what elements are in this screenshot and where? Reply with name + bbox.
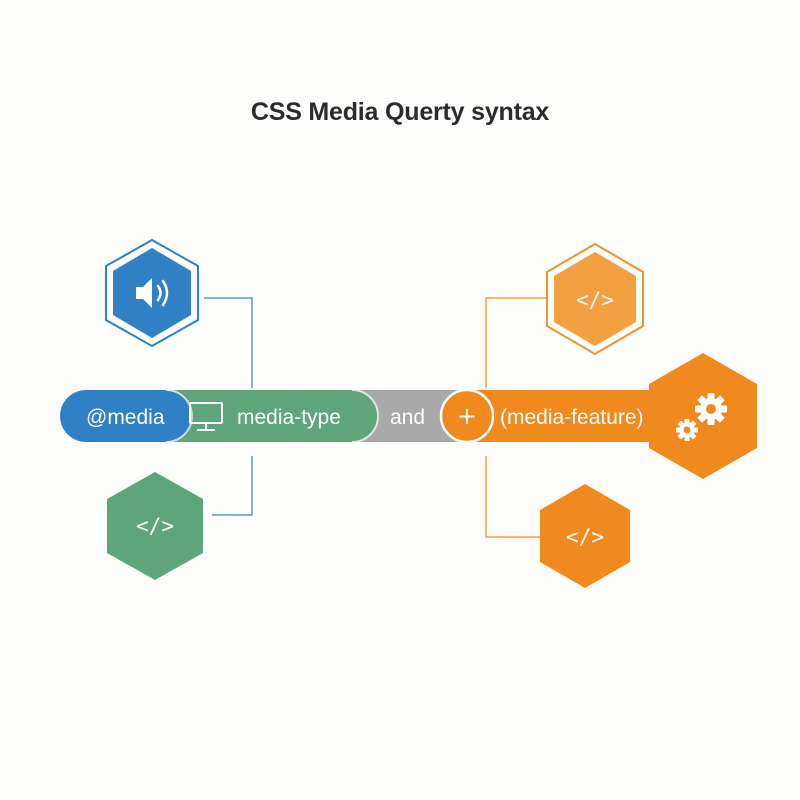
segment-media-type-label: media-type — [237, 406, 341, 429]
code-hexagon-bottom-right-shape — [540, 484, 630, 588]
code-hexagon-bottom-right: </> — [540, 484, 630, 588]
speaker-icon — [136, 278, 169, 308]
syntax-bar: @media media-type and + (media-feature) — [60, 388, 680, 444]
code-icon-top-right: </> — [576, 288, 614, 312]
connector-top-left — [204, 297, 253, 388]
monitor-icon — [189, 402, 223, 431]
code-icon-bottom-right: </> — [566, 525, 604, 549]
code-hexagon-top-right-outline — [546, 242, 644, 356]
plus-circle — [439, 388, 495, 444]
connector-top-right — [485, 297, 548, 388]
segment-and-label: and — [390, 406, 425, 429]
connector-bottom-right — [485, 456, 540, 538]
page-title: CSS Media Querty syntax — [250, 98, 550, 126]
code-hexagon-bottom-left-shape — [107, 472, 203, 580]
gear-hexagon — [649, 353, 757, 479]
code-hexagon-top-right-shape — [554, 252, 636, 346]
speaker-hexagon-outline — [105, 238, 199, 348]
code-hexagon-top-right: </> — [546, 242, 644, 356]
speaker-hexagon — [105, 238, 199, 348]
code-hexagon-bottom-left: </> — [107, 472, 203, 580]
gears-icon — [676, 393, 727, 441]
segment-media-bg — [60, 390, 192, 442]
left-connectors — [204, 297, 253, 516]
connector-bottom-left — [212, 456, 253, 516]
segment-media-feature-label: (media-feature) — [500, 406, 644, 429]
plus-icon: + — [457, 402, 477, 430]
code-icon-bottom-left: </> — [136, 514, 174, 538]
right-connectors — [485, 297, 548, 538]
segment-media-feature-bg — [445, 390, 680, 442]
segment-media-label: @media — [86, 406, 165, 429]
